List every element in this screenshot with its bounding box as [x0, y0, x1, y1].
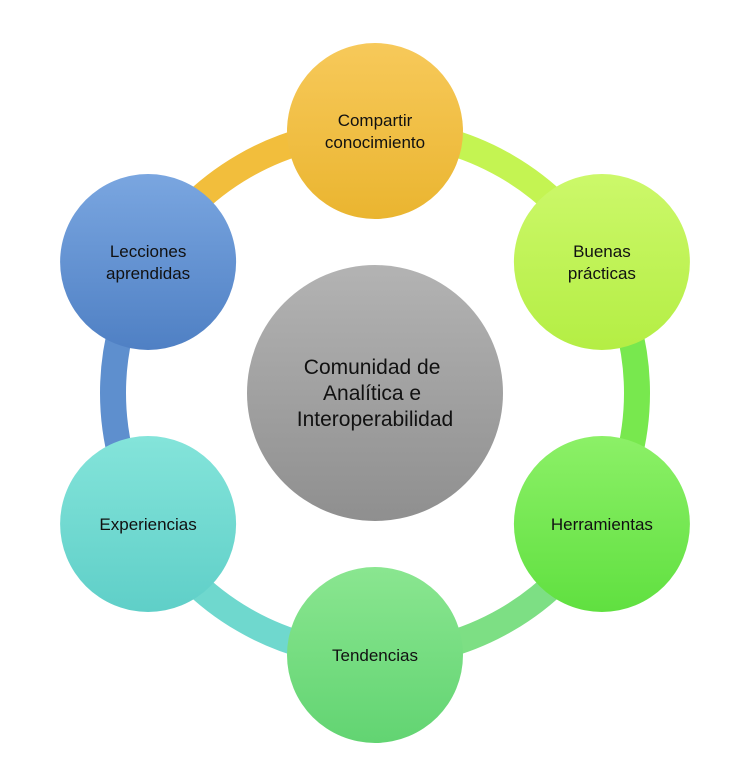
center-circle [247, 265, 503, 521]
center-label: Comunidad de Analítica e Interoperabilid… [297, 356, 453, 431]
node-label-line: Tendencias [332, 646, 418, 665]
node-label-line: Buenas [573, 242, 631, 261]
node-label-buenas: Buenas prácticas [568, 242, 636, 283]
node-label-tendencias: Tendencias [332, 646, 418, 665]
node-label-line: Compartir [338, 111, 413, 130]
node-label-line: prácticas [568, 264, 636, 283]
node-label-line: Lecciones [110, 242, 187, 261]
node-circle-buenas [513, 174, 690, 350]
node-experiencias: Experiencias [60, 436, 237, 612]
node-herramientas: Herramientas [513, 436, 690, 612]
center-label-line: Interoperabilidad [297, 408, 453, 431]
center-label-line: Analítica e [323, 382, 421, 405]
node-label-compartir: Compartir conocimiento [325, 111, 425, 152]
node-label-line: Herramientas [551, 515, 653, 534]
node-label-lecciones: Lecciones aprendidas [106, 242, 190, 283]
center-label-line: Comunidad de [304, 356, 441, 379]
node-circle-experiencias [60, 436, 237, 612]
node-label-line: aprendidas [106, 264, 190, 283]
node-label-herramientas: Herramientas [551, 515, 653, 534]
node-circle-tendencias [287, 567, 463, 743]
node-buenas: Buenas prácticas [513, 174, 690, 350]
node-circle-herramientas [513, 436, 690, 612]
node-label-line: Experiencias [99, 515, 196, 534]
node-label-experiencias: Experiencias [99, 515, 196, 534]
node-circle-lecciones [60, 174, 237, 350]
node-label-line: conocimiento [325, 133, 425, 152]
node-tendencias: Tendencias [287, 567, 463, 743]
node-circle-compartir [287, 43, 463, 219]
node-compartir: Compartir conocimiento [287, 43, 463, 219]
node-lecciones: Lecciones aprendidas [60, 174, 237, 350]
center-node: Comunidad de Analítica e Interoperabilid… [247, 265, 503, 521]
